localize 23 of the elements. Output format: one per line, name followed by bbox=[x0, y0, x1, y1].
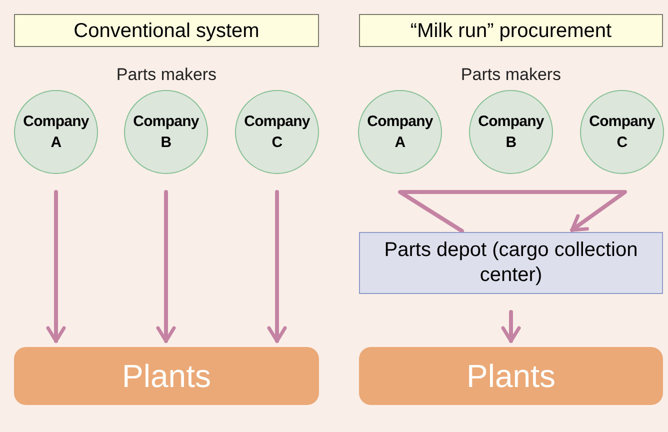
node-text: Company B bbox=[132, 112, 200, 153]
title-box bbox=[14, 14, 319, 47]
node-text: “Milk run” procurement bbox=[410, 18, 612, 44]
node-text: Company C bbox=[243, 112, 311, 153]
arrow bbox=[501, 310, 521, 343]
node-text: Parts depot (cargo collection center) bbox=[383, 238, 639, 288]
node-text: Company A bbox=[366, 112, 434, 153]
node-text: Plants bbox=[122, 357, 211, 396]
node-text: Company A bbox=[22, 112, 90, 153]
arrow bbox=[398, 190, 627, 233]
arrow bbox=[156, 190, 176, 343]
depot-box bbox=[359, 232, 663, 294]
arrow bbox=[46, 190, 66, 343]
plants-box bbox=[14, 347, 319, 405]
group-label: Parts makers bbox=[460, 65, 562, 84]
node-text: Plants bbox=[466, 357, 556, 396]
node-text: Company C bbox=[588, 112, 656, 153]
group-label: Parts makers bbox=[116, 65, 217, 84]
title-box bbox=[359, 14, 663, 47]
node-text: Conventional system bbox=[74, 18, 260, 44]
node-text: Company B bbox=[477, 112, 545, 153]
plants-box bbox=[359, 347, 663, 405]
arrow bbox=[267, 190, 287, 343]
